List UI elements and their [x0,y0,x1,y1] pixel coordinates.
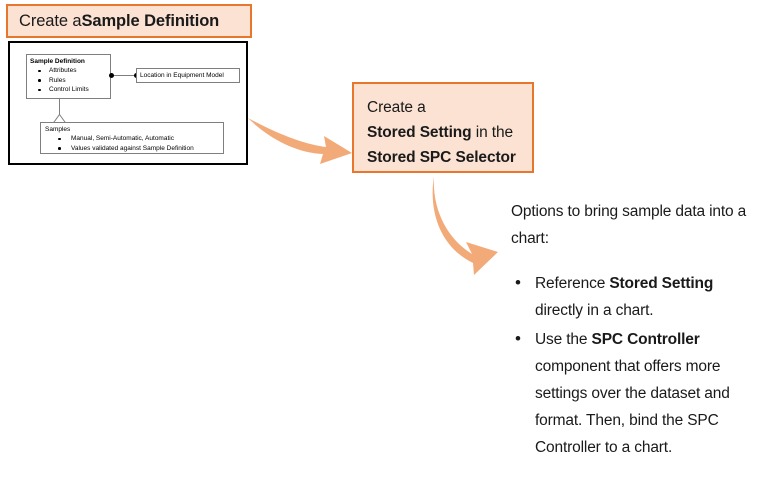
options-intro-text: Options to bring sample data into a char… [511,203,747,247]
options-bullet-item: Use the SPC Controller component that of… [511,325,757,461]
uml-list-item: Control Limits [27,85,110,95]
step2-line-3: Stored SPC Selector [367,149,516,166]
uml-generalization-line [59,99,60,116]
curved-arrow-step2-to-step3 [432,176,498,275]
uml-association-line [111,75,136,76]
uml-class-samples-items: Manual, Semi-Automatic, Automatic Values… [45,134,223,153]
step1-title-prefix: Create a [19,11,82,30]
uml-class-location-in-equipment-model: Location in Equipment Model [136,68,240,83]
step2-line-2: Stored Setting in the [367,120,532,145]
step2-callout-box: Create a Stored Setting in the Stored SP… [352,82,534,173]
bullet-2-bold: SPC Controller [591,331,700,348]
options-block: Options to bring sample data into a char… [511,198,757,463]
uml-class-samples-title: Samples [45,126,71,133]
uml-class-sample-definition-items: Attributes Rules Control Limits [27,66,110,95]
uml-class-sample-definition-title: Sample Definition [30,58,85,65]
step1-title-bold: Sample Definition [81,11,220,30]
uml-list-item: Attributes [27,66,110,76]
bullet-2-pre: Use the [535,331,592,348]
options-bullet-list: Reference Stored Setting directly in a c… [511,269,757,461]
bullet-2-post: component that offers more settings over… [535,358,730,456]
uml-list-item: Manual, Semi-Automatic, Automatic [45,134,223,144]
step2-line-2-rest: in the [471,124,514,141]
bullet-1-pre: Reference [535,275,610,292]
options-bullet-item: Reference Stored Setting directly in a c… [511,269,757,324]
uml-association-dot-left [109,73,114,78]
step2-line-1: Create a [367,99,426,116]
curved-arrow-step1-to-step2 [248,118,352,164]
uml-class-samples: Samples Manual, Semi-Automatic, Automati… [40,122,224,154]
uml-list-item: Values validated against Sample Definiti… [45,144,223,154]
uml-list-item: Rules [27,76,110,86]
bullet-1-post: directly in a chart. [535,302,654,319]
step1-title-banner: Create a Sample Definition [6,4,252,38]
uml-class-sample-definition: Sample Definition Attributes Rules Contr… [26,54,111,99]
bullet-1-bold: Stored Setting [609,275,714,292]
step2-line-2-bold: Stored Setting [367,124,472,141]
uml-class-location-label: Location in Equipment Model [140,72,224,79]
uml-diagram-frame: Sample Definition Attributes Rules Contr… [8,41,248,165]
